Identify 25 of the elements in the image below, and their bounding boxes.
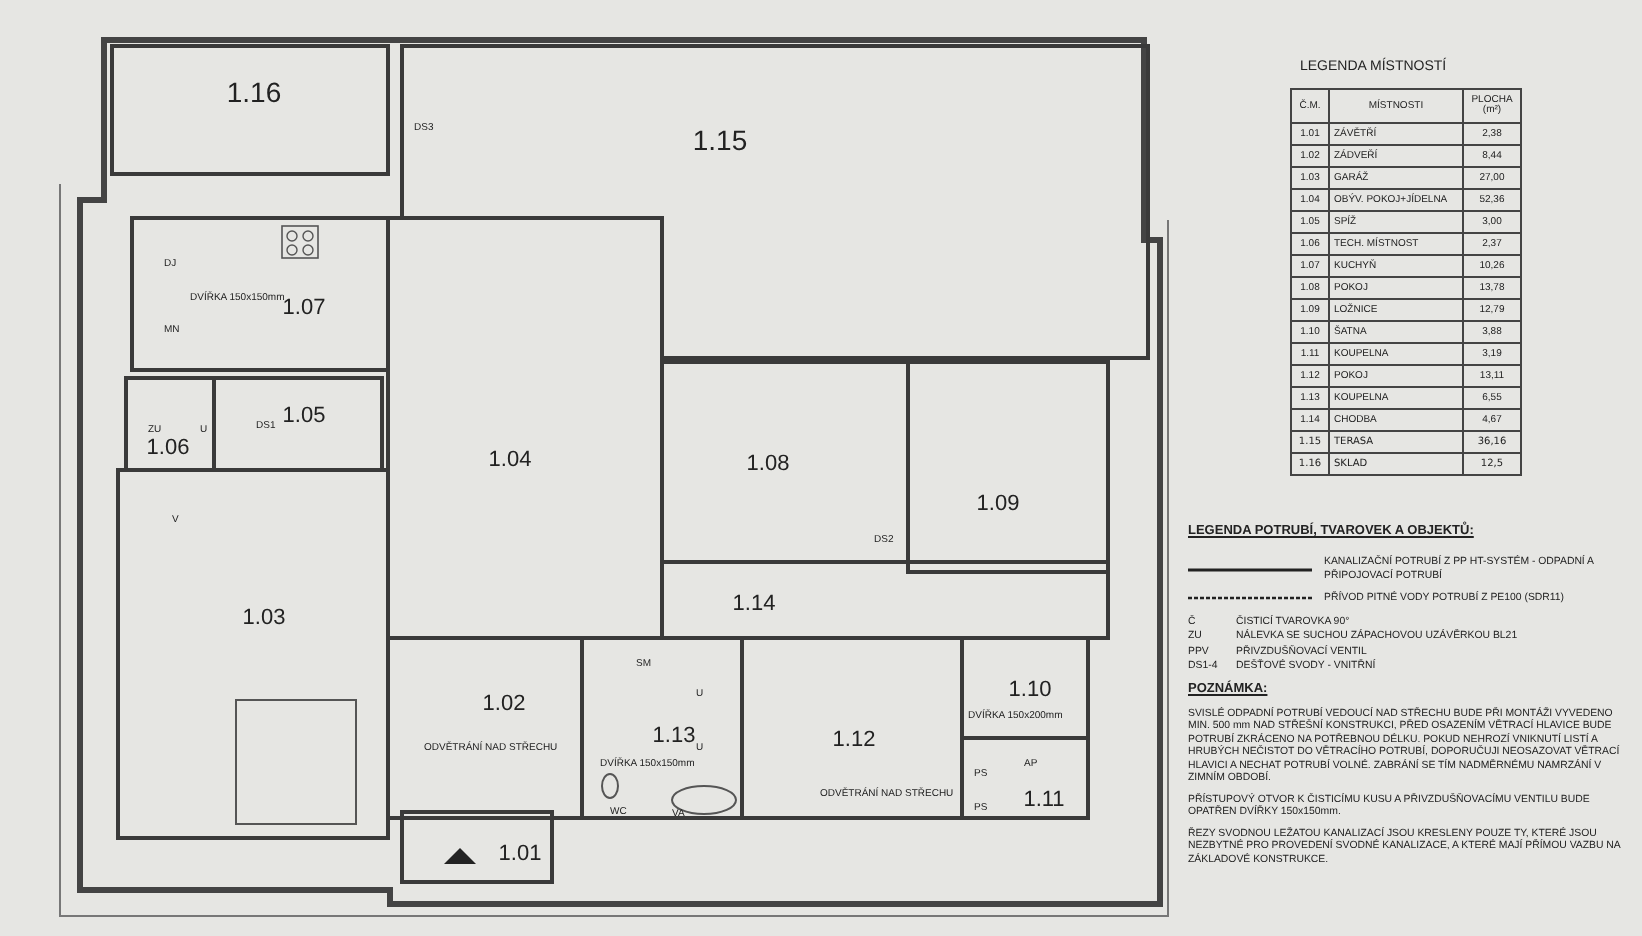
room-number: 1.04 — [488, 448, 532, 472]
room-number: 1.15 — [692, 124, 748, 156]
room-number: 1.07 — [282, 296, 326, 320]
room-number: 1.11 — [1023, 788, 1065, 812]
room-number: 1.02 — [482, 692, 526, 716]
room-number: 1.09 — [976, 492, 1020, 516]
room-outline — [130, 216, 390, 372]
room-number: 1.14 — [732, 592, 776, 616]
room-number: 1.10 — [1008, 678, 1052, 702]
room-outline — [116, 468, 390, 840]
room-number: 1.13 — [652, 724, 696, 748]
terrace-area — [400, 44, 1150, 360]
room-number: 1.16 — [226, 76, 282, 108]
room-outline — [960, 736, 1090, 820]
room-number: 1.03 — [242, 606, 286, 630]
room-outline — [212, 376, 384, 472]
room-number: 1.01 — [498, 842, 542, 866]
room-outline — [906, 360, 1110, 574]
room-number: 1.08 — [746, 452, 790, 476]
room-outline — [124, 376, 216, 472]
room-number: 1.06 — [146, 436, 190, 460]
room-outline — [400, 810, 554, 884]
room-number: 1.12 — [832, 728, 876, 752]
room-number: 1.05 — [282, 404, 326, 428]
room-outline — [110, 44, 390, 176]
